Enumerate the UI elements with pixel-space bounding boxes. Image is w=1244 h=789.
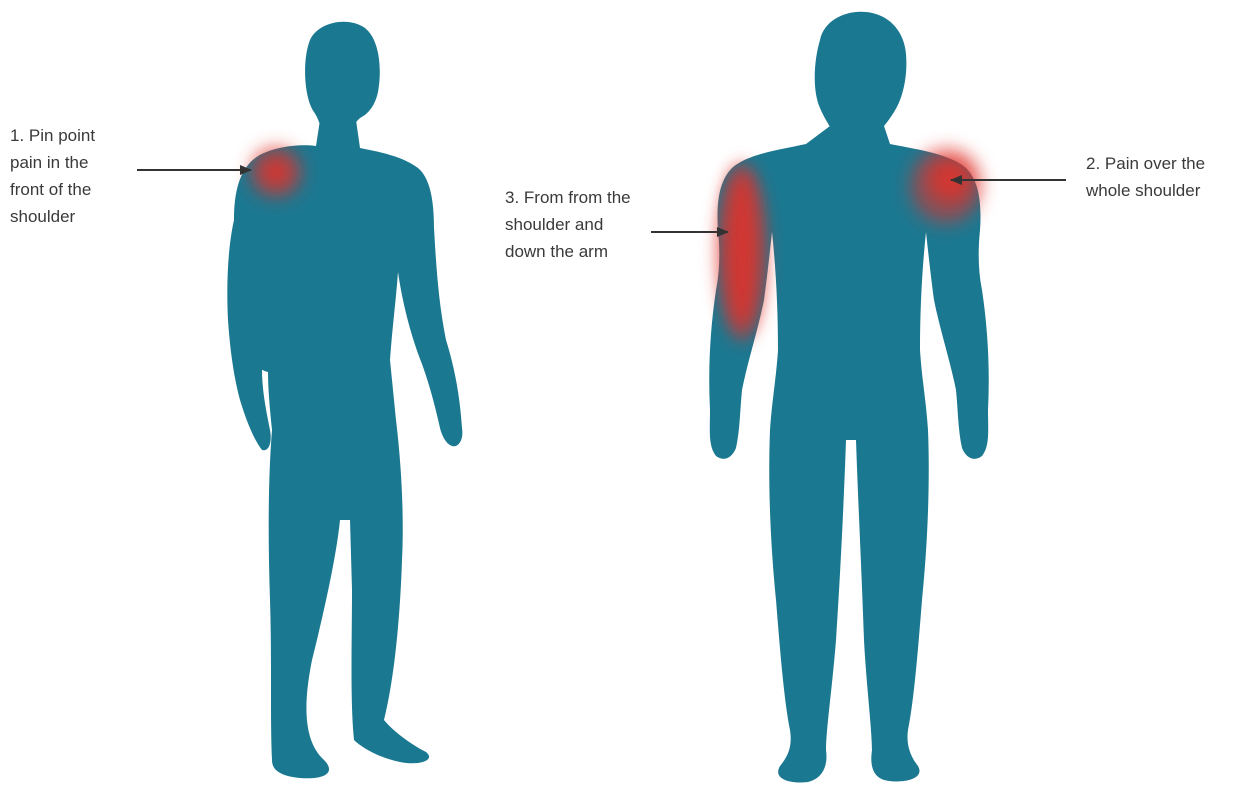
annotation-1-label: 1. Pin point pain in the front of the sh… [10,122,95,230]
annotation-line: 1. Pin point [10,122,95,149]
right-body-figure [709,12,989,783]
annotation-line: pain in the [10,149,95,176]
annotation-line: down the arm [505,238,631,265]
annotation-line: whole shoulder [1086,177,1205,204]
annotation-line: shoulder and [505,211,631,238]
pain-marker-arm [716,162,768,342]
pain-marker-whole-shoulder [910,148,982,224]
annotation-line: front of the [10,176,95,203]
annotation-3-label: 3. From from the shoulder and down the a… [505,184,631,265]
annotation-line: shoulder [10,203,95,230]
annotation-line: 2. Pain over the [1086,150,1205,177]
left-body-figure [227,22,462,779]
annotation-line: 3. From from the [505,184,631,211]
pain-marker-front-shoulder [250,146,302,198]
annotation-2-label: 2. Pain over the whole shoulder [1086,150,1205,204]
